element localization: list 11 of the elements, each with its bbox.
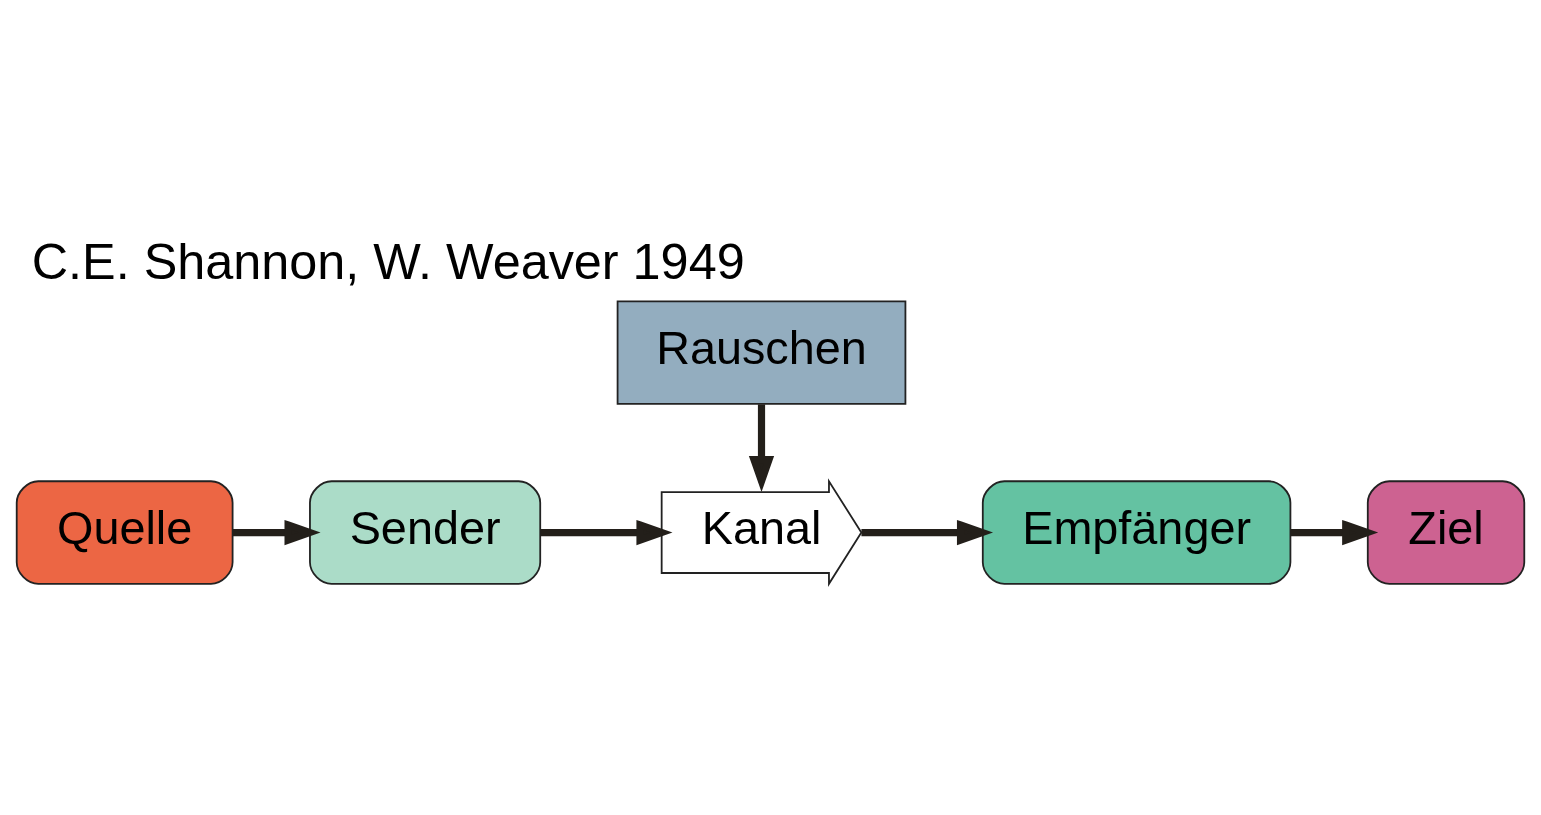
- node-box: Rauschen: [616, 300, 907, 405]
- arrow: [232, 519, 321, 546]
- arrow: [861, 519, 994, 546]
- diagram-title: C.E. Shannon, W. Weaver 1949: [31, 232, 745, 290]
- arrow: [748, 404, 775, 493]
- arrow: [540, 519, 673, 546]
- arrow: [1290, 519, 1379, 546]
- node-box: Empfänger: [981, 480, 1292, 585]
- node-box: Sender: [309, 480, 542, 585]
- node-box: Quelle: [15, 480, 234, 585]
- node-box: Ziel: [1366, 480, 1526, 585]
